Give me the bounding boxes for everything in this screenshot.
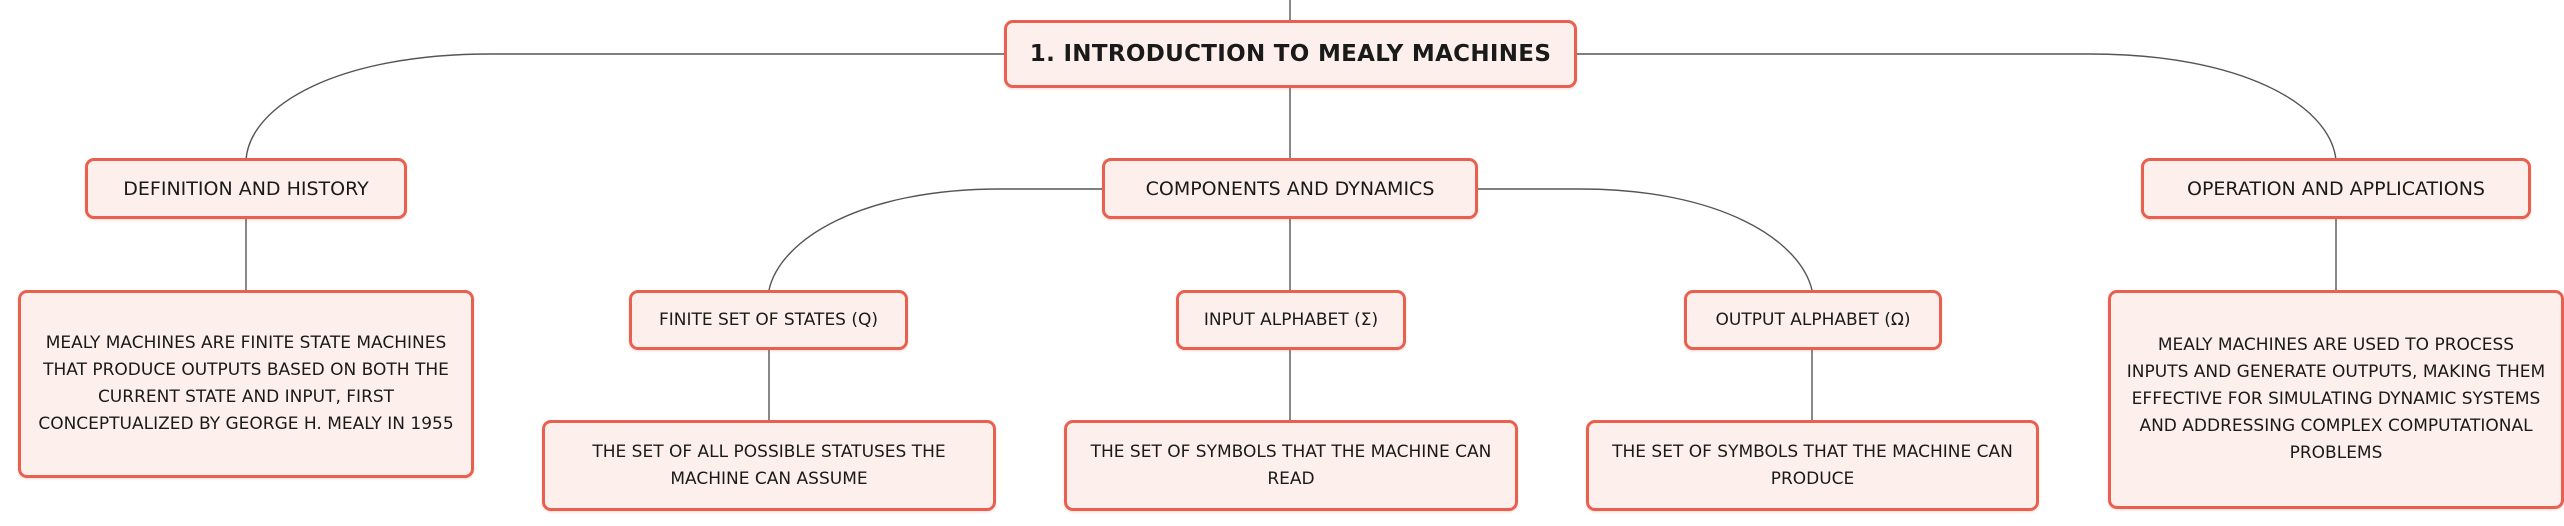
output-detail-text: THE SET OF SYMBOLS THAT THE MACHINE CAN … — [1612, 441, 2013, 489]
output-label: OUTPUT ALPHABET (Ω) — [1715, 310, 1911, 330]
node-states-detail[interactable]: THE SET OF ALL POSSIBLE STATUSES THE MAC… — [542, 420, 996, 511]
node-finite-set-of-states[interactable]: FINITE SET OF STATES (Q) — [629, 290, 908, 350]
node-output-detail[interactable]: THE SET OF SYMBOLS THAT THE MACHINE CAN … — [1586, 420, 2039, 511]
node-input-detail[interactable]: THE SET OF SYMBOLS THAT THE MACHINE CAN … — [1064, 420, 1518, 511]
node-components-and-dynamics[interactable]: COMPONENTS AND DYNAMICS — [1102, 158, 1478, 219]
input-detail-text: THE SET OF SYMBOLS THAT THE MACHINE CAN … — [1090, 441, 1492, 489]
connector-root-to-definition — [245, 53, 1004, 161]
states-label: FINITE SET OF STATES (Q) — [658, 310, 879, 330]
node-operation-and-applications[interactable]: OPERATION AND APPLICATIONS — [2141, 158, 2531, 219]
connector-root-to-operation — [1577, 53, 2337, 161]
node-operation-detail[interactable]: MEALY MACHINES ARE USED TO PROCESS INPUT… — [2108, 290, 2564, 509]
node-output-alphabet[interactable]: OUTPUT ALPHABET (Ω) — [1684, 290, 1942, 350]
connector-components-to-states — [768, 188, 1102, 291]
root-node[interactable]: 1. INTRODUCTION TO MEALY MACHINES — [1004, 20, 1577, 88]
input-label: INPUT ALPHABET (Σ) — [1203, 310, 1379, 330]
operation-detail-text: MEALY MACHINES ARE USED TO PROCESS INPUT… — [2126, 335, 2546, 463]
connector-components-to-output — [1478, 188, 1813, 291]
components-label: COMPONENTS AND DYNAMICS — [1145, 177, 1435, 200]
node-definition-detail[interactable]: MEALY MACHINES ARE FINITE STATE MACHINES… — [18, 290, 474, 478]
operation-label: OPERATION AND APPLICATIONS — [2187, 177, 2485, 200]
definition-detail-text: MEALY MACHINES ARE FINITE STATE MACHINES… — [38, 333, 454, 434]
node-input-alphabet[interactable]: INPUT ALPHABET (Σ) — [1176, 290, 1406, 350]
definition-label: DEFINITION AND HISTORY — [123, 177, 369, 200]
node-definition-and-history[interactable]: DEFINITION AND HISTORY — [85, 158, 407, 219]
states-detail-text: THE SET OF ALL POSSIBLE STATUSES THE MAC… — [592, 441, 946, 489]
root-label: 1. INTRODUCTION TO MEALY MACHINES — [1029, 41, 1552, 67]
